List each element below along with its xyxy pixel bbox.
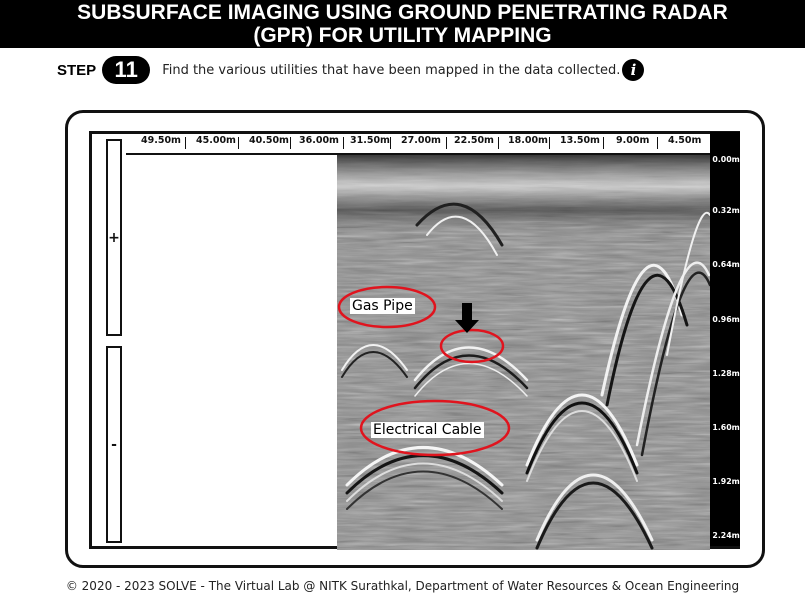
gpr-radargram (337, 155, 710, 550)
distance-tick-label: 45.00m (196, 135, 236, 146)
info-icon[interactable]: i (622, 59, 645, 81)
reflection-hyperbola (535, 481, 654, 550)
distance-tick (390, 137, 391, 149)
reflection-hyperbola (640, 271, 710, 457)
gas-pipe-label: Gas Pipe (350, 298, 415, 314)
distance-tick (290, 137, 291, 149)
gas-pipe-highlight (337, 285, 437, 329)
electrical-cable-highlight (359, 399, 511, 457)
electrical-cable-label: Electrical Cable (371, 422, 484, 438)
reflection-hyperbola (415, 202, 504, 247)
distance-tick (446, 137, 447, 149)
reflection-hyperbola (413, 346, 529, 382)
zoom-in-label: + (108, 229, 120, 246)
reflection-hyperbola (666, 211, 710, 356)
depth-tick-label: 0.64m (712, 260, 740, 270)
reflection-hyperbola (525, 401, 639, 475)
page-title-line-1: SUBSURFACE IMAGING USING GROUND PENETRAT… (77, 1, 728, 24)
distance-tick-label: 9.00m (616, 135, 650, 146)
zoom-out-button[interactable]: - (106, 346, 122, 543)
unscanned-area (126, 155, 337, 546)
depth-tick-label: 0.96m (712, 315, 740, 325)
step-label: STEP (57, 61, 97, 79)
distance-tick (185, 137, 186, 149)
distance-scale-baseline (126, 153, 711, 155)
reflection-hyperbola (526, 410, 638, 482)
footer-copyright: © 2020 - 2023 SOLVE - The Virtual Lab @ … (65, 579, 740, 593)
distance-scale: 49.50m 45.00m 40.50m 36.00m 31.50m 27.00… (129, 135, 709, 153)
reflection-hyperbola (535, 473, 654, 542)
zoom-in-button[interactable]: + (106, 139, 122, 336)
reflection-hyperbola (346, 462, 503, 502)
distance-tick-label: 22.50m (454, 135, 494, 146)
depth-tick-label: 1.28m (712, 369, 740, 379)
distance-tick-label: 40.50m (249, 135, 289, 146)
depth-tick-label: 2.24m (712, 531, 740, 541)
distance-tick (238, 137, 239, 149)
depth-scale: 0.00m 0.32m 0.64m 0.96m 1.28m 1.60m 1.92… (710, 132, 740, 546)
page-title-line-2: (GPR) FOR UTILITY MAPPING (253, 24, 552, 47)
distance-tick (498, 137, 499, 149)
step-instruction: Find the various utilities that have bee… (162, 62, 621, 78)
reflection-hyperbola (525, 393, 639, 467)
down-arrow-icon (455, 303, 479, 333)
reflection-hyperbola (346, 470, 503, 510)
distance-tick-label: 13.50m (560, 135, 600, 146)
reflection-hyperbola (341, 351, 408, 378)
distance-tick-label: 27.00m (401, 135, 441, 146)
depth-tick-label: 1.60m (712, 423, 740, 433)
distance-tick-label: 4.50m (668, 135, 702, 146)
depth-tick-label: 1.92m (712, 477, 740, 487)
reflection-hyperbola (426, 215, 498, 256)
distance-tick (549, 137, 550, 149)
reflection-hyperbola (605, 274, 689, 407)
reflection-hyperbola (341, 344, 408, 371)
depth-tick-label: 0.32m (712, 206, 740, 216)
depth-tick-label: 0.00m (712, 155, 740, 165)
reflection-hyperbola (635, 261, 710, 447)
distance-tick-label: 18.00m (508, 135, 548, 146)
step-number-badge: 11 (102, 56, 151, 84)
page-header: SUBSURFACE IMAGING USING GROUND PENETRAT… (0, 0, 805, 48)
zoom-out-label: - (111, 436, 117, 453)
ground-surface-band (337, 155, 710, 550)
distance-tick-label: 49.50m (141, 135, 181, 146)
reflection-hyperbola (345, 446, 504, 487)
step-instruction-row: STEP 11 Find the various utilities that … (57, 55, 645, 85)
distance-tick (657, 137, 658, 149)
target-highlight (439, 328, 505, 364)
distance-tick (343, 137, 344, 149)
distance-tick (603, 137, 604, 149)
distance-tick-label: 36.00m (299, 135, 339, 146)
reflection-hyperbola (413, 354, 529, 390)
reflection-hyperbola (414, 362, 528, 397)
distance-tick-label: 31.50m (350, 135, 390, 146)
